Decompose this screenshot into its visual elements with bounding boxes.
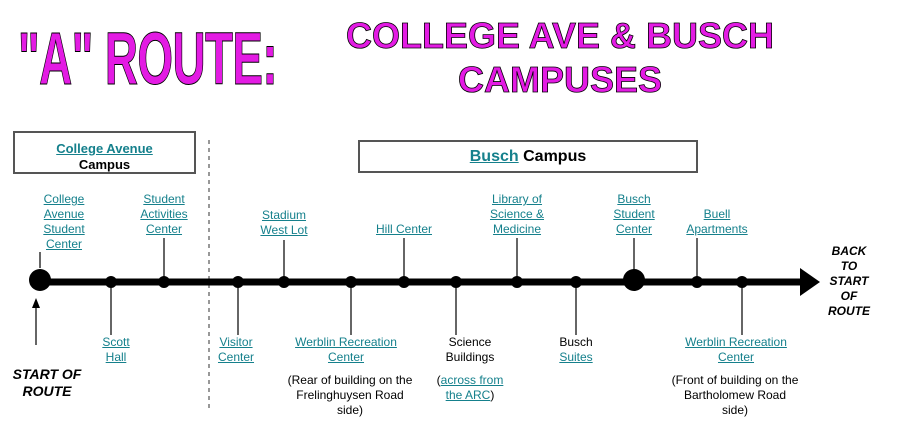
stop-werblin-recreation-center-front[interactable]: Werblin Recreation Center bbox=[685, 335, 787, 364]
visitor-center-dot bbox=[232, 276, 244, 288]
start-of-route-label: START OF ROUTE bbox=[12, 366, 82, 399]
stop-stadium-west-lot[interactable]: Stadium West Lot bbox=[260, 208, 308, 237]
stop-visitor-center[interactable]: Visitor Center bbox=[217, 335, 255, 364]
route-title: "A" ROUTE: bbox=[18, 17, 278, 100]
busch-student-center-dot bbox=[623, 269, 645, 291]
student-activities-dot bbox=[158, 276, 170, 288]
stop-busch-suites[interactable]: Busch Suites bbox=[559, 335, 593, 364]
hill-center-dot bbox=[398, 276, 410, 288]
stop-science-buildings: Science Buildings bbox=[445, 335, 495, 364]
werblin-rear-note: (Rear of building on the Frelinghuysen R… bbox=[287, 373, 413, 417]
college-avenue-link[interactable]: College Avenue bbox=[56, 141, 153, 156]
stop-buell-apartments[interactable]: Buell Apartments bbox=[686, 207, 748, 236]
scott-hall-dot bbox=[105, 276, 117, 288]
college-avenue-campus-box: College Avenue Campus bbox=[13, 131, 196, 174]
stadium-west-lot-dot bbox=[278, 276, 290, 288]
stop-student-activities-center[interactable]: Student Activities Center bbox=[140, 192, 188, 236]
stop-busch-student-center[interactable]: Busch Student Center bbox=[613, 192, 655, 236]
the-arc-link[interactable]: the ARC bbox=[445, 388, 491, 402]
stop-werblin-recreation-center-rear[interactable]: Werblin Recreation Center bbox=[295, 335, 397, 364]
werblin-front-note: (Front of building on the Bartholomew Ro… bbox=[671, 373, 799, 417]
route-subtitle: COLLEGE AVE & BUSCH CAMPUSES bbox=[345, 15, 775, 101]
stop-hill-center[interactable]: Hill Center bbox=[375, 222, 432, 236]
busch-link[interactable]: Busch bbox=[469, 148, 519, 165]
werblin-front-dot bbox=[736, 276, 748, 288]
across-from-link[interactable]: across from bbox=[440, 373, 504, 387]
start-arrow-icon bbox=[32, 298, 40, 308]
science-buildings-note: (across from the ARC) bbox=[436, 373, 504, 402]
back-to-start-label: BACK TO START OF ROUTE bbox=[828, 244, 870, 318]
busch-campus-box: Busch Campus bbox=[358, 140, 698, 173]
stop-college-avenue-student-center[interactable]: College Avenue Student Center bbox=[43, 192, 85, 251]
route-arrowhead bbox=[800, 268, 820, 296]
start-stop-dot bbox=[29, 269, 51, 291]
buell-apartments-dot bbox=[691, 276, 703, 288]
stop-connectors bbox=[39, 238, 743, 335]
busch-suites-dot bbox=[570, 276, 582, 288]
stop-library-of-science-medicine[interactable]: Library of Science & Medicine bbox=[489, 192, 545, 236]
library-dot bbox=[511, 276, 523, 288]
werblin-rear-dot bbox=[345, 276, 357, 288]
stop-scott-hall[interactable]: Scott Hall bbox=[102, 335, 130, 364]
science-buildings-dot bbox=[450, 276, 462, 288]
